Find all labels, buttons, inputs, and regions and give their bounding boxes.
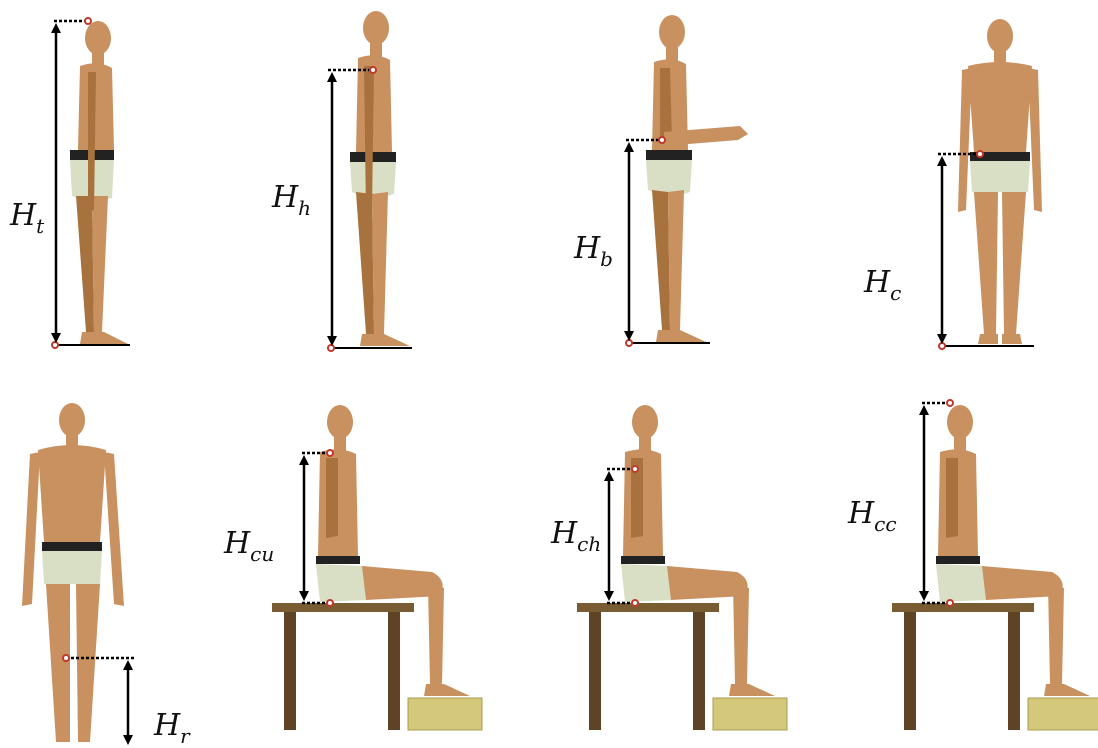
label-knee-height: Hr [153, 708, 191, 748]
table-top [272, 603, 414, 612]
table-top [892, 603, 1034, 612]
table-leg [904, 612, 916, 730]
landmark-marker [327, 600, 333, 606]
label-seated-head-height: Hcc [847, 496, 897, 536]
landmark-marker [52, 342, 58, 348]
panel-elbow-height: Hb [573, 15, 748, 346]
panel-seated-shoulder-height [272, 405, 482, 730]
standing-figure-arm-forward [646, 15, 748, 342]
label-seated-elbow-height: Hch [550, 516, 601, 556]
standing-figure-side [350, 11, 410, 346]
table-leg [589, 612, 601, 730]
landmark-marker [947, 400, 953, 406]
table-top [577, 603, 719, 612]
panel-total-height: Ht [9, 18, 130, 348]
standing-figure-front [958, 19, 1042, 344]
panel-seated-elbow-height [577, 405, 787, 730]
landmark-marker [939, 343, 945, 349]
landmark-marker [327, 450, 333, 456]
landmark-marker [659, 137, 665, 143]
footrest-box [713, 698, 787, 730]
landmark-marker [632, 466, 638, 472]
panel-shoulder-height: Hh [271, 11, 412, 351]
footrest-box [1028, 698, 1098, 730]
table-leg [693, 612, 705, 730]
label-hip-height: Hc [863, 265, 901, 305]
standing-figure-front [22, 403, 124, 742]
landmark-marker [370, 67, 376, 73]
table-leg [1008, 612, 1020, 730]
panel-knee-height: Hr [22, 403, 191, 748]
landmark-marker [632, 600, 638, 606]
table-leg [284, 612, 296, 730]
panel-hip-height: Hc [863, 19, 1042, 349]
landmark-marker [63, 655, 69, 661]
label-seated-shoulder-height: Hcu [223, 526, 274, 566]
landmark-marker [977, 151, 983, 157]
landmark-marker [626, 340, 632, 346]
footrest-box [408, 698, 482, 730]
table-leg [388, 612, 400, 730]
landmark-marker [328, 345, 334, 351]
panel-seated-head-height [892, 400, 1098, 730]
label-elbow-height: Hb [573, 231, 613, 271]
label-shoulder-height: Hh [271, 180, 311, 220]
standing-figure-side [70, 21, 128, 344]
landmark-marker [947, 600, 953, 606]
label-total-height: Ht [9, 198, 45, 238]
landmark-marker [85, 18, 91, 24]
